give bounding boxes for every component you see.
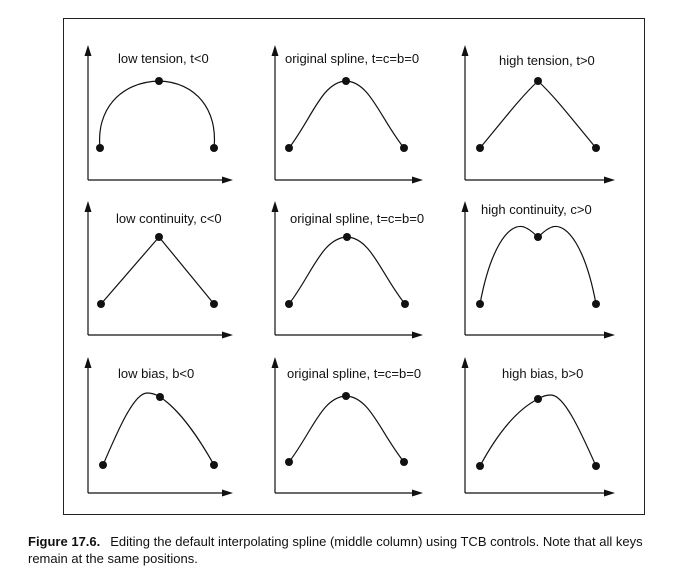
panel-original-spline-3: original spline, t=c=b=0 [271, 357, 423, 497]
y-axis-arrow-icon [461, 45, 469, 56]
y-axis-arrow-icon [461, 357, 469, 368]
key-point [592, 300, 600, 308]
y-axis-arrow-icon [271, 357, 279, 368]
figure-frame [63, 18, 645, 515]
spline-curve [100, 236, 215, 305]
key-point [343, 233, 351, 241]
x-axis-arrow-icon [604, 176, 615, 184]
panel-original-spline-2: original spline, t=c=b=0 [271, 201, 424, 339]
key-point [476, 462, 484, 470]
y-axis-arrow-icon [461, 201, 469, 212]
spline-curve [479, 80, 597, 149]
panel-low-tension: low tension, t<0 [84, 45, 233, 184]
caption-text: Editing the default interpolating spline… [28, 534, 643, 566]
x-axis-arrow-icon [222, 176, 233, 184]
panel-high-continuity: high continuity, c>0 [461, 201, 615, 339]
key-point [210, 144, 218, 152]
panel-high-bias: high bias, b>0 [461, 357, 615, 497]
x-axis-arrow-icon [604, 331, 615, 339]
panel-original-spline-1: original spline, t=c=b=0 [271, 45, 423, 184]
panel-title: original spline, t=c=b=0 [287, 366, 421, 381]
x-axis-arrow-icon [604, 489, 615, 497]
panel-title: low continuity, c<0 [116, 211, 222, 226]
key-point [342, 77, 350, 85]
y-axis-arrow-icon [84, 357, 92, 368]
panel-low-continuity: low continuity, c<0 [84, 201, 233, 339]
panel-title: original spline, t=c=b=0 [285, 51, 419, 66]
figure-caption: Figure 17.6.Editing the default interpol… [28, 533, 678, 567]
panel-title: high tension, t>0 [499, 53, 595, 68]
key-point [534, 233, 542, 241]
panel-title: low bias, b<0 [118, 366, 194, 381]
figure-label: Figure 17.6. [28, 534, 101, 549]
figure-panels: low tension, t<0 original spline, t=c=b=… [84, 45, 615, 497]
key-point [155, 233, 163, 241]
key-point [342, 392, 350, 400]
spline-curve [288, 236, 406, 305]
key-point [534, 395, 542, 403]
key-point [155, 77, 163, 85]
key-point [210, 461, 218, 469]
key-point [285, 300, 293, 308]
key-point [285, 144, 293, 152]
key-point [400, 458, 408, 466]
key-point [592, 144, 600, 152]
key-point [401, 300, 409, 308]
key-point [476, 300, 484, 308]
key-point [210, 300, 218, 308]
key-point [97, 300, 105, 308]
key-point [534, 77, 542, 85]
key-point [400, 144, 408, 152]
x-axis-arrow-icon [412, 331, 423, 339]
key-point [156, 393, 164, 401]
spline-curve [479, 394, 597, 467]
spline-curve [288, 80, 405, 149]
panel-low-bias: low bias, b<0 [84, 357, 233, 497]
spline-curve [98, 80, 216, 149]
panel-title: original spline, t=c=b=0 [290, 211, 424, 226]
key-point [476, 144, 484, 152]
y-axis-arrow-icon [84, 201, 92, 212]
key-point [96, 144, 104, 152]
panel-title: high continuity, c>0 [481, 202, 592, 217]
y-axis-arrow-icon [271, 201, 279, 212]
panel-title: low tension, t<0 [118, 51, 209, 66]
spline-curve [102, 392, 215, 466]
key-point [99, 461, 107, 469]
panel-title: high bias, b>0 [502, 366, 583, 381]
y-axis-arrow-icon [84, 45, 92, 56]
key-point [285, 458, 293, 466]
x-axis-arrow-icon [412, 176, 423, 184]
x-axis-arrow-icon [412, 489, 423, 497]
x-axis-arrow-icon [222, 489, 233, 497]
spline-curve [288, 395, 405, 463]
key-point [592, 462, 600, 470]
y-axis-arrow-icon [271, 45, 279, 56]
panel-high-tension: high tension, t>0 [461, 45, 615, 184]
x-axis-arrow-icon [222, 331, 233, 339]
